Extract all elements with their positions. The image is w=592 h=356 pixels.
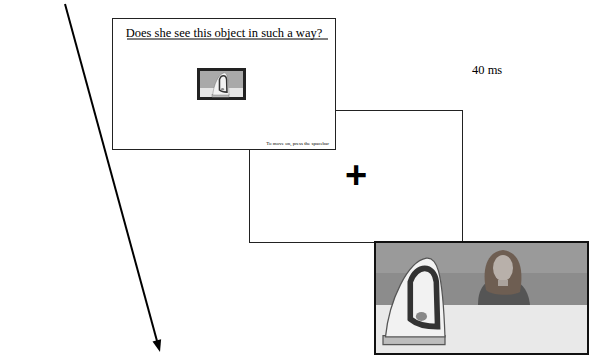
duration-label: 40 ms [472,63,502,78]
instruction-screen: Does she see this object in such a way? T… [112,18,336,150]
question-text: Does she see this object in such a way? [113,26,335,41]
stimulus-photo [375,242,588,354]
instruction-note: To move on, press the spacebar [266,141,329,146]
fixation-cross: + [250,155,462,195]
